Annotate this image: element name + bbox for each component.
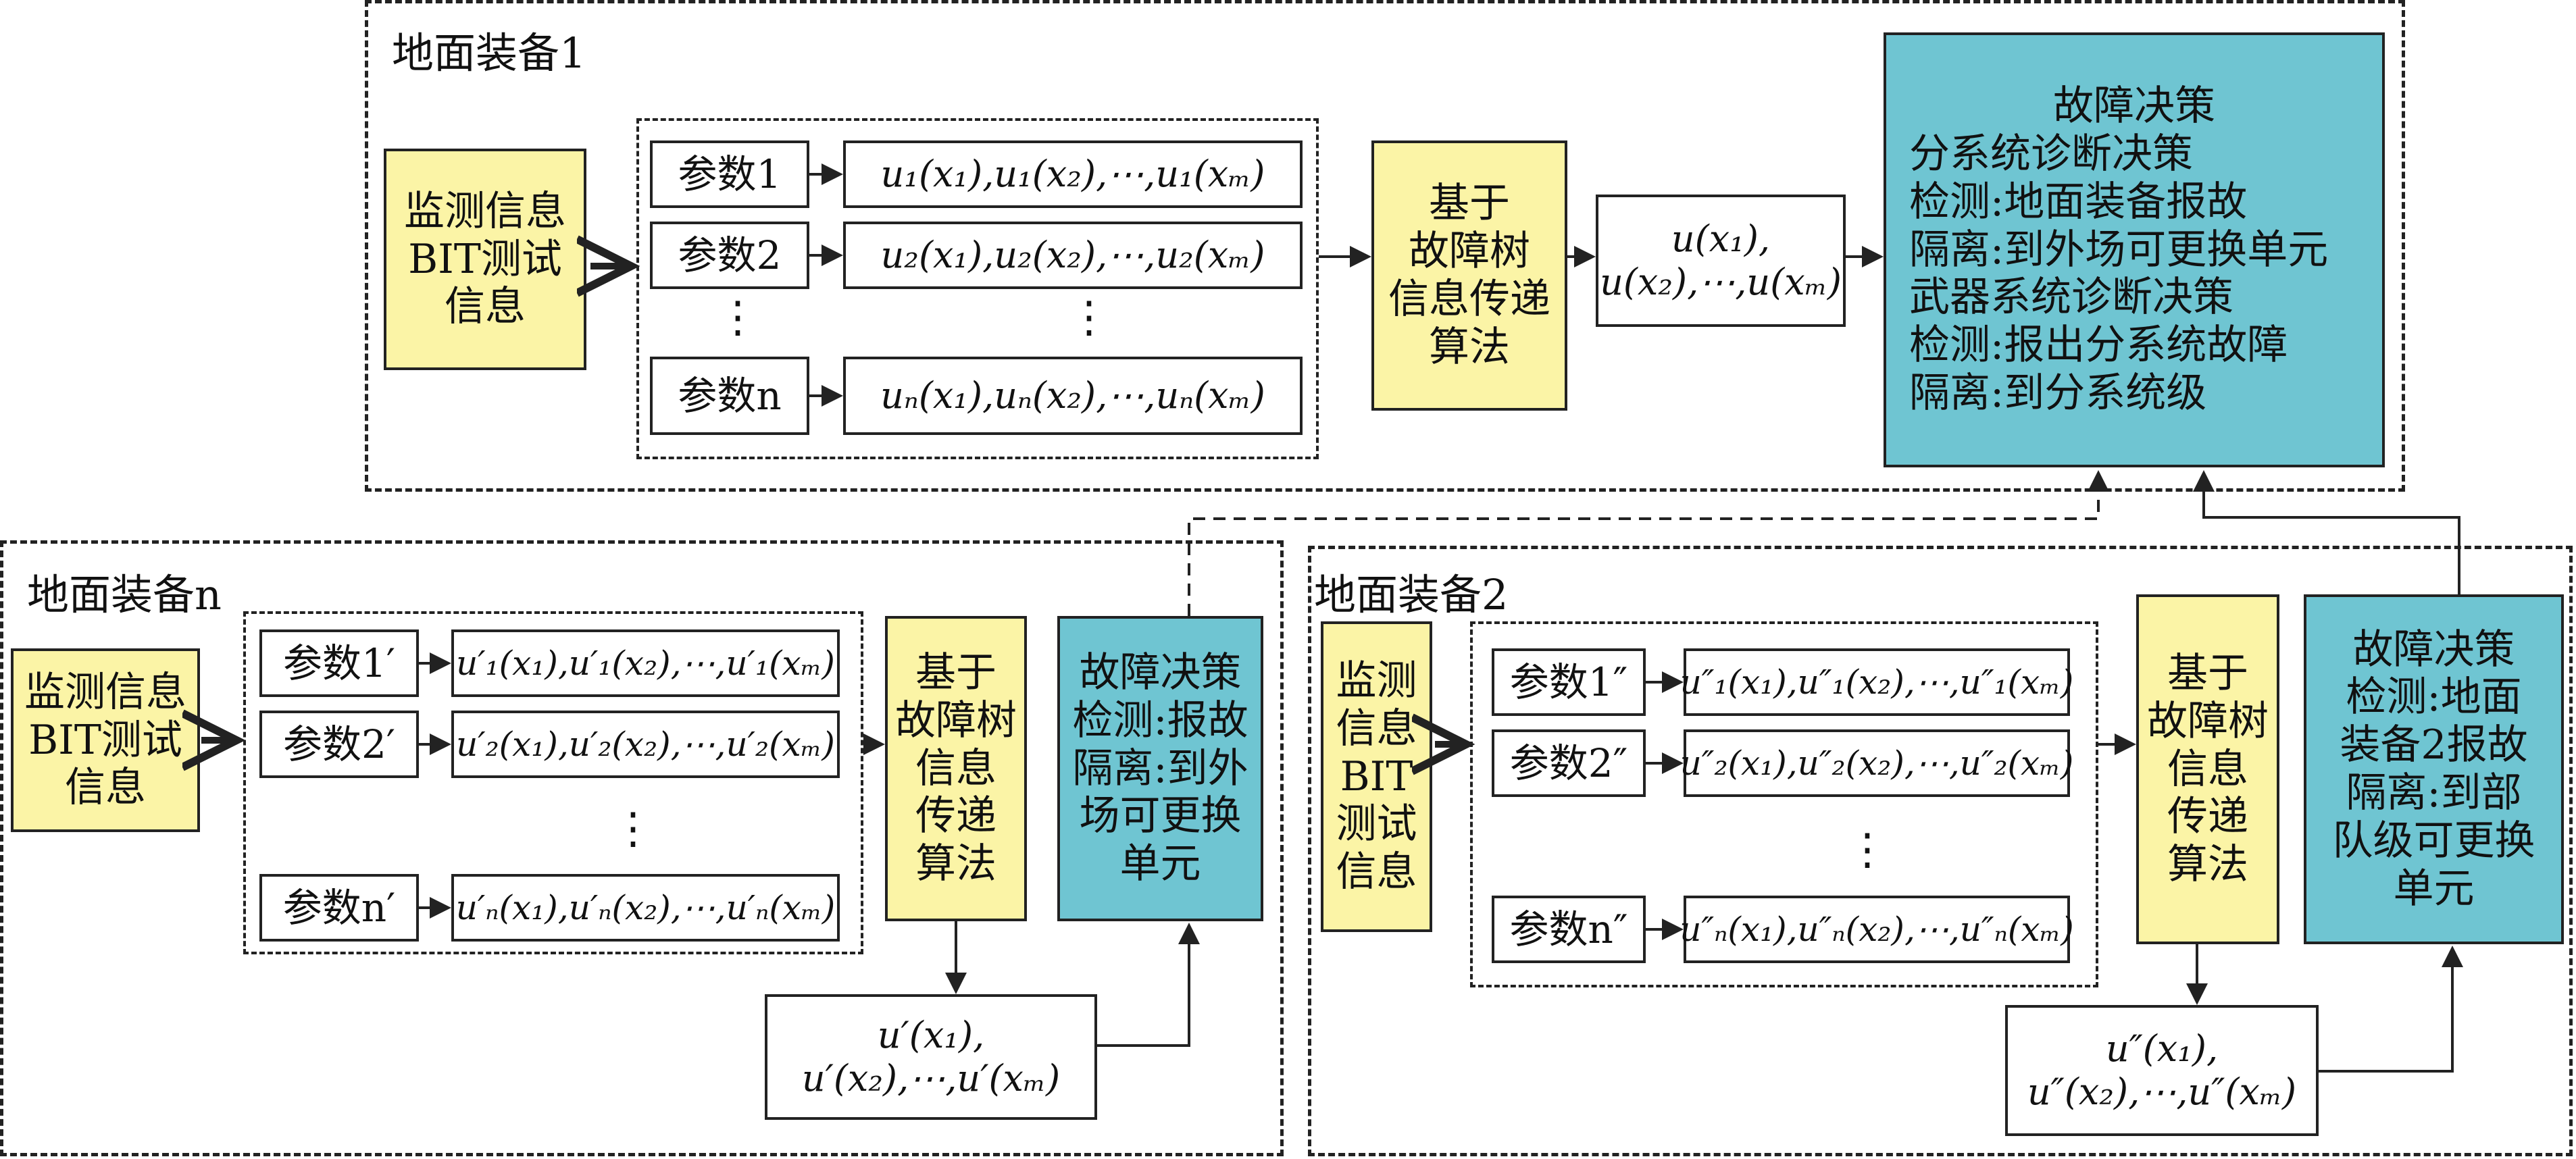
output-box-equipment-n: u′(x₁), u′(x₂),⋯,u′(xₘ) [765, 994, 1097, 1120]
output-box-equipment-2: u″(x₁), u″(x₂),⋯,u″(xₘ) [2005, 1005, 2319, 1136]
panel-equipment-n [0, 540, 1284, 1156]
expr-box-eq1-1: u₁(x₁),u₁(x₂),⋯,u₁(xₘ) [843, 140, 1303, 208]
ellipsis-eqn-exprs: ⋮ [611, 804, 655, 854]
param-group-equipment-2 [1470, 621, 2098, 987]
param-box-eq2-2: 参数2″ [1492, 729, 1646, 797]
panel-equipment-1 [365, 0, 2405, 492]
decision-line-3: 检测:地面装备报故 [1909, 178, 2248, 226]
param-box-eq1-n: 参数n [650, 357, 809, 435]
param-group-equipment-n [243, 611, 863, 954]
param-box-eq1-2: 参数2 [650, 222, 809, 289]
panel-equipment-2 [1308, 546, 2573, 1156]
decision-line-1: 故障决策 [2053, 82, 2215, 130]
decision-line-7: 隔离:到分系统级 [1909, 369, 2207, 417]
ellipsis-eq1-exprs: ⋮ [1067, 292, 1111, 342]
decision-line-6: 检测:报出分系统故障 [1909, 321, 2288, 369]
expr-box-eqn-2: u′₂(x₁),u′₂(x₂),⋯,u′₂(xₘ) [451, 711, 840, 778]
output-box-equipment-1: u(x₁), u(x₂),⋯,u(xₘ) [1596, 195, 1846, 327]
ellipsis-eq2-exprs: ⋮ [1846, 825, 1889, 875]
param-box-eqn-1: 参数1′ [259, 629, 419, 697]
expr-box-eq2-n: u″ₙ(x₁),u″ₙ(x₂),⋯,u″ₙ(xₘ) [1680, 896, 2074, 963]
monitor-box-equipment-1: 监测信息 BIT测试 信息 [384, 149, 586, 370]
panel-title-equipment-1: 地面装备1 [392, 28, 586, 78]
panel-title-equipment-n: 地面装备n [27, 570, 222, 619]
expr-box-eqn-1: u′₁(x₁),u′₁(x₂),⋯,u′₁(xₘ) [451, 629, 840, 697]
monitor-box-equipment-n: 监测信息 BIT测试 信息 [11, 648, 200, 832]
algorithm-box-equipment-2: 基于 故障树 信息 传递 算法 [2136, 594, 2279, 944]
param-box-eq2-n: 参数n″ [1492, 896, 1646, 963]
decision-box-equipment-2: 故障决策 检测:地面 装备2报故 隔离:到部 队级可更换 单元 [2304, 594, 2564, 944]
decision-line-2: 分系统诊断决策 [1909, 130, 2193, 178]
param-box-eqn-n: 参数n′ [259, 874, 419, 942]
decision-line-5: 武器系统诊断决策 [1909, 274, 2233, 321]
decision-box-equipment-1: 故障决策 分系统诊断决策 检测:地面装备报故 隔离:到外场可更换单元 武器系统诊… [1884, 32, 2385, 467]
algorithm-box-equipment-n: 基于 故障树 信息 传递 算法 [885, 616, 1027, 921]
expr-box-eq1-2: u₂(x₁),u₂(x₂),⋯,u₂(xₘ) [843, 222, 1303, 289]
expr-box-eqn-n: u′ₙ(x₁),u′ₙ(x₂),⋯,u′ₙ(xₘ) [451, 874, 840, 942]
algorithm-box-equipment-1: 基于 故障树 信息传递 算法 [1371, 140, 1567, 411]
param-box-eq1-1: 参数1 [650, 140, 809, 208]
decision-line-4: 隔离:到外场可更换单元 [1909, 226, 2329, 274]
expr-box-eq1-n: uₙ(x₁),uₙ(x₂),⋯,uₙ(xₘ) [843, 357, 1303, 435]
param-box-eq2-1: 参数1″ [1492, 648, 1646, 716]
param-box-eqn-2: 参数2′ [259, 711, 419, 778]
ellipsis-eq1-params: ⋮ [716, 292, 759, 342]
expr-box-eq2-1: u″₁(x₁),u″₁(x₂),⋯,u″₁(xₘ) [1680, 648, 2073, 716]
decision-box-equipment-n: 故障决策 检测:报故 隔离:到外 场可更换 单元 [1057, 616, 1263, 921]
expr-box-eq2-2: u″₂(x₁),u″₂(x₂),⋯,u″₂(xₘ) [1680, 729, 2073, 797]
panel-title-equipment-2: 地面装备2 [1314, 570, 1509, 619]
monitor-box-equipment-2: 监测 信息 BIT 测试 信息 [1321, 621, 1432, 932]
